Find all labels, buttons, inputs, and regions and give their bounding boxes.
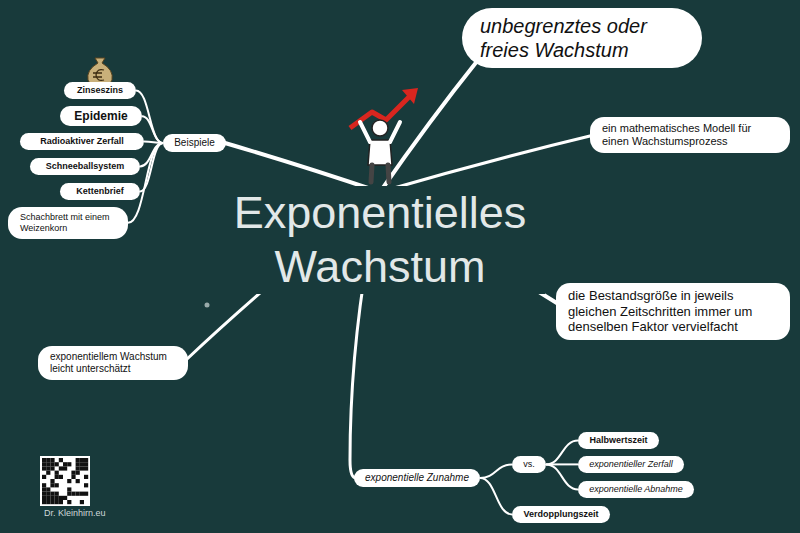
vs-pill: vs.: [512, 456, 546, 473]
connector: [480, 464, 512, 478]
node-text: exponentielle Abnahme: [588, 484, 684, 495]
connector: [546, 464, 578, 489]
example-pill: Zinseszins: [64, 82, 136, 99]
branch-lines: [186, 60, 594, 478]
term-pill: Halbwertszeit: [578, 432, 659, 449]
node-text: ein mathematisches Modell für einen Wach…: [602, 122, 778, 148]
branch-line: [380, 135, 594, 192]
qr-code: [40, 456, 90, 506]
definition-box: ein mathematisches Modell für einen Wach…: [590, 117, 790, 153]
connector: [480, 478, 512, 514]
node-text: Halbwertszeit: [588, 435, 649, 446]
dot: [205, 303, 210, 308]
diagram-title: Exponentielles Wachstum: [215, 186, 545, 294]
term-pill: exponentielle Zunahme: [354, 469, 480, 487]
node-text: Kettenbrief: [70, 186, 130, 197]
example-pill: Kettenbrief: [60, 183, 140, 200]
person-figure: [350, 88, 418, 182]
node-text: Beispiele: [173, 137, 216, 149]
node-text: Epidemie: [70, 109, 132, 123]
connector: [546, 440, 578, 464]
term-pill: exponentielle Abnahme: [578, 481, 694, 498]
connector: [140, 143, 163, 166]
definition-box: die Bestandsgröße in jeweils gleichen Ze…: [556, 283, 790, 340]
example-pill: Epidemie: [60, 106, 142, 126]
term-pill: Verdopplungszeit: [512, 506, 610, 523]
node-text: Radioaktiver Zerfall: [30, 136, 134, 147]
note-box: exponentiellem Wachstum leicht unterschä…: [38, 346, 188, 380]
node-text: Schneeballsystem: [40, 161, 130, 172]
main-pill: unbegrenztes oder freies Wachstum: [462, 8, 702, 68]
node-text: Schachbrett mit einem Weizenkorn: [20, 212, 116, 234]
connector: [140, 143, 163, 191]
node-text: Zinseszins: [74, 85, 126, 96]
node-text: unbegrenztes oder freies Wachstum: [480, 14, 684, 62]
node-text: Verdopplungszeit: [522, 509, 600, 520]
example-pill: Schachbrett mit einem Weizenkorn: [8, 207, 128, 239]
watermark: Dr. Kleinhirn.eu: [44, 508, 106, 518]
example-pill: Schneeballsystem: [30, 158, 140, 175]
node-text: vs.: [522, 459, 536, 470]
example-pill: Radioaktiver Zerfall: [20, 133, 144, 150]
branch-line: [225, 143, 380, 192]
branch-line: [380, 60, 478, 192]
term-pill: exponentieller Zerfall: [578, 456, 684, 473]
connector: [142, 116, 163, 143]
node-text: exponentieller Zerfall: [588, 459, 674, 470]
node-text: exponentielle Zunahme: [364, 472, 470, 484]
category-pill: Beispiele: [163, 134, 226, 152]
node-text: exponentiellem Wachstum leicht unterschä…: [50, 351, 176, 375]
node-text: die Bestandsgröße in jeweils gleichen Ze…: [568, 288, 778, 335]
